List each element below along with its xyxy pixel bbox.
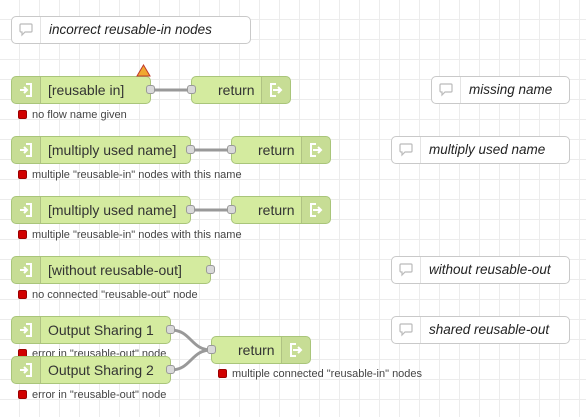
comment-label: without reusable-out bbox=[429, 262, 551, 277]
arrow-into-box-icon bbox=[12, 257, 41, 283]
output-port[interactable] bbox=[186, 205, 195, 214]
node-label: [reusable in] bbox=[48, 82, 125, 98]
node-status: no flow name given bbox=[18, 108, 127, 122]
wire bbox=[170, 348, 212, 372]
return-node[interactable]: return bbox=[227, 136, 331, 164]
arrow-into-box-icon bbox=[12, 77, 41, 103]
arrow-into-box-icon bbox=[12, 357, 41, 383]
error-status-dot bbox=[18, 170, 27, 179]
node-label: [multiply used name] bbox=[48, 202, 177, 218]
node-status: error in "reusable-out" node bbox=[18, 388, 166, 402]
output-port[interactable] bbox=[146, 85, 155, 94]
arrow-into-box-icon bbox=[12, 137, 41, 163]
speech-bubble-icon bbox=[392, 137, 421, 163]
comment-label: multiply used name bbox=[429, 142, 546, 157]
comment-node[interactable]: shared reusable-out bbox=[391, 316, 570, 344]
output-port[interactable] bbox=[186, 145, 195, 154]
arrow-out-of-box-icon bbox=[301, 197, 330, 223]
arrow-out-of-box-icon bbox=[261, 77, 290, 103]
reusable-in-node[interactable]: [multiply used name] bbox=[11, 196, 195, 224]
reusable-in-node[interactable]: Output Sharing 2 bbox=[11, 356, 175, 384]
node-label: Output Sharing 1 bbox=[48, 322, 154, 338]
node-label: return bbox=[238, 342, 275, 358]
speech-bubble-icon bbox=[432, 77, 461, 103]
reusable-in-node[interactable]: [reusable in] bbox=[11, 76, 155, 104]
output-port[interactable] bbox=[166, 365, 175, 374]
arrow-out-of-box-icon bbox=[301, 137, 330, 163]
speech-bubble-icon bbox=[392, 257, 421, 283]
node-label: Output Sharing 2 bbox=[48, 362, 154, 378]
return-node[interactable]: return bbox=[207, 336, 311, 364]
status-text: multiple "reusable-in" nodes with this n… bbox=[32, 229, 242, 241]
input-port[interactable] bbox=[207, 345, 216, 354]
status-text: no flow name given bbox=[32, 109, 127, 121]
error-status-dot bbox=[18, 110, 27, 119]
comment-node[interactable]: without reusable-out bbox=[391, 256, 570, 284]
warning-triangle-icon bbox=[136, 64, 151, 77]
input-port[interactable] bbox=[227, 205, 236, 214]
comment-label: missing name bbox=[469, 82, 553, 97]
return-node[interactable]: return bbox=[227, 196, 331, 224]
error-status-dot bbox=[18, 390, 27, 399]
node-label: return bbox=[258, 142, 295, 158]
node-label: [multiply used name] bbox=[48, 142, 177, 158]
node-label: return bbox=[258, 202, 295, 218]
output-port[interactable] bbox=[206, 265, 215, 274]
arrow-into-box-icon bbox=[12, 197, 41, 223]
reusable-in-node[interactable]: [multiply used name] bbox=[11, 136, 195, 164]
comment-node-title[interactable]: incorrect reusable-in nodes bbox=[11, 16, 251, 44]
wire bbox=[170, 328, 212, 352]
status-text: multiple "reusable-in" nodes with this n… bbox=[32, 169, 242, 181]
speech-bubble-icon bbox=[12, 17, 41, 43]
comment-node[interactable]: missing name bbox=[431, 76, 570, 104]
comment-node[interactable]: multiply used name bbox=[391, 136, 570, 164]
node-status: multiple connected "reusable-in" nodes bbox=[218, 367, 422, 381]
arrow-out-of-box-icon bbox=[281, 337, 310, 363]
comment-label: shared reusable-out bbox=[429, 322, 550, 337]
node-status: multiple "reusable-in" nodes with this n… bbox=[18, 228, 242, 242]
output-port[interactable] bbox=[166, 325, 175, 334]
input-port[interactable] bbox=[187, 85, 196, 94]
reusable-in-node[interactable]: Output Sharing 1 bbox=[11, 316, 175, 344]
error-status-dot bbox=[218, 369, 227, 378]
return-node[interactable]: return bbox=[187, 76, 291, 104]
comment-label: incorrect reusable-in nodes bbox=[49, 22, 212, 37]
input-port[interactable] bbox=[227, 145, 236, 154]
error-status-dot bbox=[18, 290, 27, 299]
status-text: multiple connected "reusable-in" nodes bbox=[232, 368, 423, 380]
error-status-dot bbox=[18, 230, 27, 239]
node-label: return bbox=[218, 82, 255, 98]
node-status: no connected "reusable-out" node bbox=[18, 288, 198, 302]
arrow-into-box-icon bbox=[12, 317, 41, 343]
status-text: error in "reusable-out" node bbox=[32, 389, 167, 401]
node-status: multiple "reusable-in" nodes with this n… bbox=[18, 168, 242, 182]
status-text: no connected "reusable-out" node bbox=[32, 289, 198, 301]
reusable-in-node[interactable]: [without reusable-out] bbox=[11, 256, 215, 284]
node-label: [without reusable-out] bbox=[48, 262, 182, 278]
speech-bubble-icon bbox=[392, 317, 421, 343]
